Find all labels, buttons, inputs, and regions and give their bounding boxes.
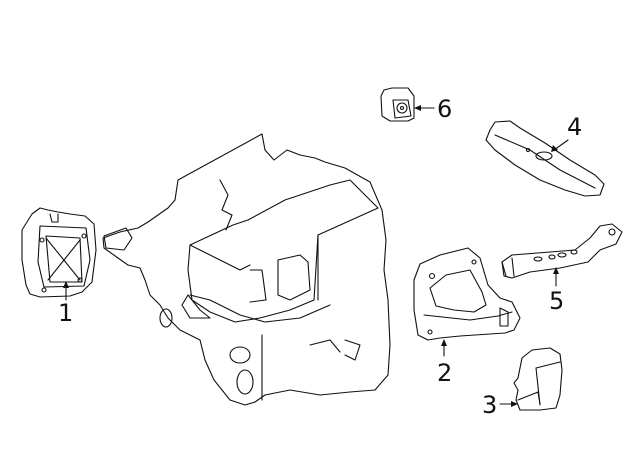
callout-4: 4	[567, 113, 583, 141]
part-6-bushing	[380, 87, 415, 122]
leader-lines	[63, 105, 569, 407]
callout-3: 3	[482, 391, 498, 419]
callout-5: 5	[549, 287, 565, 315]
part-3-cover	[513, 347, 563, 411]
part-5-bracket	[501, 223, 623, 279]
callout-6: 6	[437, 95, 453, 123]
part-2-mount	[413, 247, 521, 341]
callout-1: 1	[58, 299, 74, 327]
part-1-mount	[21, 207, 97, 298]
callout-2: 2	[437, 359, 453, 387]
part-4-plate	[485, 120, 605, 197]
engine-illustration	[102, 133, 391, 406]
